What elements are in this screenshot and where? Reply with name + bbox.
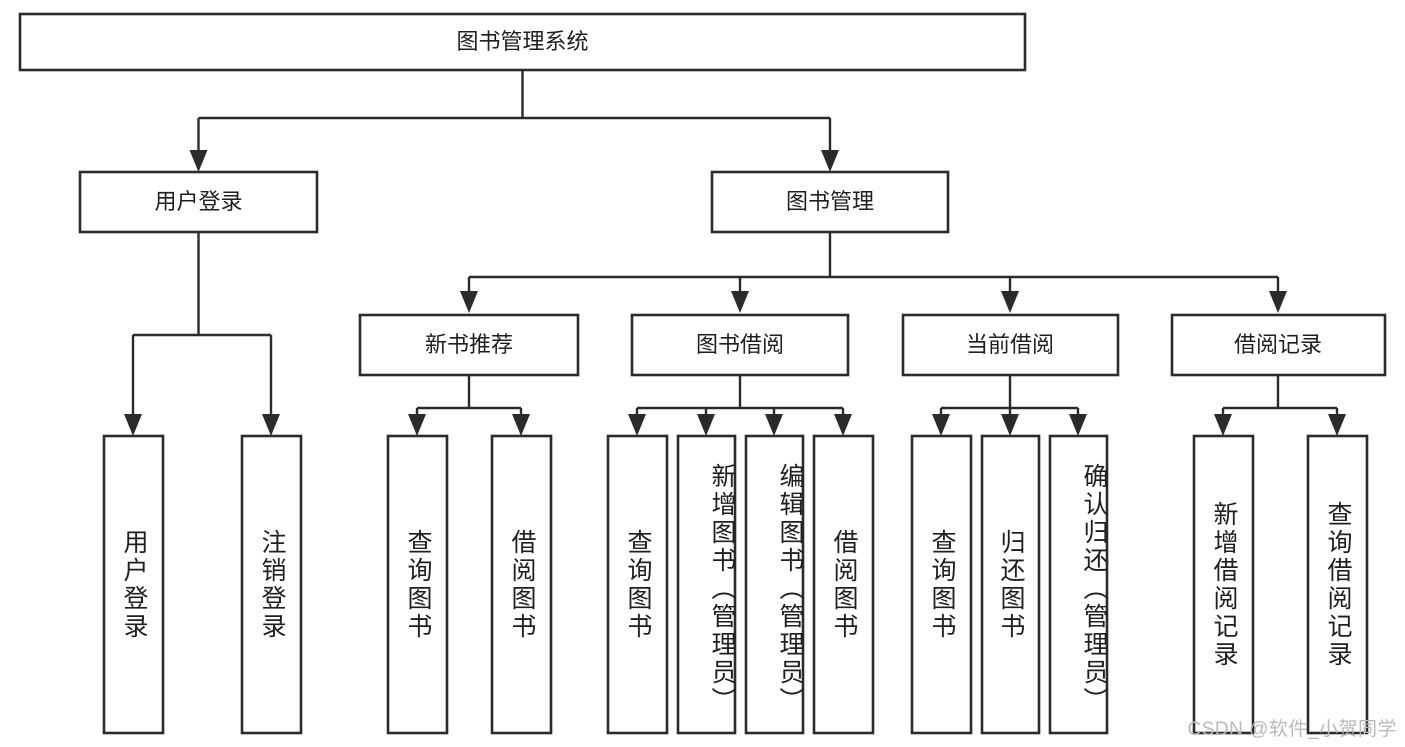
leaf-box-9[interactable] [980,434,1041,735]
leaf-box-0[interactable] [102,434,165,735]
connector-group-book-mgmt [460,232,1287,313]
node-box-l1-0[interactable] [78,170,319,234]
arrow-head-l2-1 [731,291,749,313]
arrow-head-leaf-5 [697,414,715,436]
connector-group-root [189,70,839,172]
leaf-box-1[interactable] [240,434,303,735]
arrow-head-leaf-10 [1069,414,1087,436]
node-box-root[interactable] [18,12,1027,72]
arrow-head-leaf-1 [262,414,280,436]
node-label-l2-1: 图书借阅 [696,332,784,357]
arrow-head-l2-0 [460,291,478,313]
arrow-head-leaf-9 [1001,414,1019,436]
connector-group-book-borrow [628,375,852,436]
arrow-head-leaf-6 [765,414,783,436]
node-user-login[interactable]: 用户登录 [78,170,319,234]
arrow-head-leaf-0 [124,414,142,436]
node-book-management[interactable]: 图书管理 [710,170,950,234]
node-book-borrow[interactable]: 图书借阅 [630,313,850,377]
arrow-head-user-login [189,150,208,172]
leaf-box-10[interactable] [1048,434,1109,735]
node-box-l2-1[interactable] [630,313,850,377]
connector-group-new-book-rec [408,375,530,436]
node-label-l2-3: 借阅记录 [1234,332,1322,357]
leaf-box-11[interactable] [1192,434,1255,735]
arrow-head-l2-2 [1001,291,1019,313]
arrow-head-leaf-3 [512,414,530,436]
arrow-head-leaf-7 [834,414,852,436]
arrow-head-leaf-8 [932,414,950,436]
leaf-box-5[interactable] [676,434,737,735]
node-borrow-record[interactable]: 借阅记录 [1170,313,1387,377]
node-box-l2-3[interactable] [1170,313,1387,377]
csdn-watermark: CSDN @软件_小贺同学 [1187,719,1397,740]
arrow-head-leaf-12 [1328,414,1346,436]
node-label-l2-2: 当前借阅 [966,332,1054,357]
arrow-head-book-mgmt [821,150,839,172]
node-label-l2-0: 新书推荐 [425,332,513,357]
node-box-l2-2[interactable] [901,313,1120,377]
node-box-l1-1[interactable] [710,170,950,234]
connector-group-user-login [124,232,280,436]
node-box-l2-0[interactable] [358,313,580,377]
leaf-box-4[interactable] [606,434,669,735]
arrow-head-leaf-2 [408,414,426,436]
node-label-l1-1: 图书管理 [786,189,874,214]
leaf-box-3[interactable] [490,434,553,735]
leaf-box-7[interactable] [812,434,875,735]
node-current-borrow[interactable]: 当前借阅 [901,313,1120,377]
arrow-head-l2-3 [1269,291,1287,313]
leaf-box-6[interactable] [744,434,805,735]
leaf-box-8[interactable] [910,434,973,735]
node-label-l1-0: 用户登录 [154,189,242,214]
connector-group-borrow-record [1214,375,1346,436]
arrow-head-leaf-11 [1214,414,1232,436]
connector-group-current-borrow [932,375,1087,436]
node-root[interactable]: 图书管理系统 [18,12,1027,72]
leaf-boxes [102,434,1369,735]
leaf-box-12[interactable] [1306,434,1369,735]
leaf-box-2[interactable] [386,434,449,735]
arrow-head-leaf-4 [628,414,646,436]
node-new-book-recommend[interactable]: 新书推荐 [358,313,580,377]
node-label-root: 图书管理系统 [456,29,588,54]
